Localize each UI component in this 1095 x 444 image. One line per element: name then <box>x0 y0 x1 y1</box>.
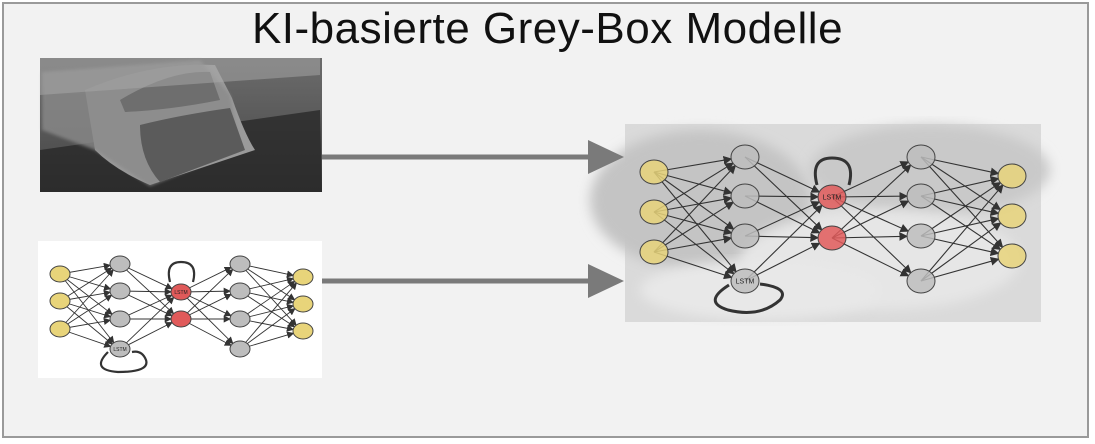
hidden-node <box>229 282 251 300</box>
connection-edge <box>831 237 910 277</box>
connection-edge <box>180 291 234 345</box>
input-node <box>49 292 71 310</box>
input-node <box>639 159 669 185</box>
connection-edge <box>831 164 912 239</box>
input-node <box>639 199 669 225</box>
connection-edge <box>831 200 910 239</box>
recurrent-loop <box>713 282 784 314</box>
connection-edge <box>59 273 113 315</box>
lstm-node <box>817 225 847 251</box>
hidden-node <box>906 268 936 294</box>
hidden-node <box>906 144 936 170</box>
connection-edge <box>119 296 175 350</box>
input-node <box>997 243 1027 269</box>
connection-edge <box>653 201 735 253</box>
small-network-diagram: LSTM LSTM <box>49 255 314 374</box>
recurrent-loop <box>99 350 148 374</box>
recurrent-loop <box>167 260 196 283</box>
connection-edge <box>59 300 113 345</box>
connection-edge <box>653 211 735 275</box>
hidden-node <box>906 223 936 249</box>
connection-edge <box>239 280 296 320</box>
connection-edge <box>831 196 912 274</box>
connection-edge <box>744 204 823 282</box>
connection-edge <box>920 184 1004 282</box>
page-title: KI-basierte Grey-Box Modelle <box>251 4 844 53</box>
input-node <box>292 268 314 286</box>
lstm-node <box>170 310 192 328</box>
connection-edge <box>920 222 1002 282</box>
hidden-node <box>229 255 251 273</box>
connection-edge <box>653 162 734 213</box>
connection-edge <box>239 282 297 350</box>
connection-edge <box>653 164 737 253</box>
connection-edge <box>653 171 737 273</box>
hidden-node <box>109 282 131 300</box>
lstm-node <box>170 283 192 301</box>
connection-edge <box>119 263 175 315</box>
connection-edge <box>920 156 1002 211</box>
hidden-node <box>109 255 131 273</box>
hidden-node <box>730 268 760 294</box>
lstm-node <box>817 184 847 210</box>
connection-edge <box>180 268 234 320</box>
connection-edge <box>59 273 115 344</box>
arrow-bottom <box>322 264 624 298</box>
hidden-node <box>730 223 760 249</box>
input-node <box>997 203 1027 229</box>
small-network-background <box>38 241 322 378</box>
hidden-node <box>109 310 131 328</box>
lstm-label: LSTM <box>174 290 187 296</box>
connection-edge <box>59 267 113 302</box>
recurrent-loop <box>813 156 853 186</box>
input-node <box>49 320 71 338</box>
arrow-top <box>322 140 624 174</box>
hidden-node <box>229 340 251 358</box>
connection-edge <box>239 263 296 301</box>
input-node <box>997 163 1027 189</box>
connection-edge <box>653 171 735 230</box>
input-node <box>292 322 314 340</box>
connection-edge <box>920 181 1002 237</box>
input-node <box>49 265 71 283</box>
connection-edge <box>239 308 296 350</box>
hidden-node <box>109 340 131 358</box>
connection-edge <box>920 195 1002 251</box>
input-node <box>639 239 669 265</box>
lstm-label: LSTM <box>736 278 755 285</box>
hidden-node <box>730 183 760 209</box>
hidden-node <box>730 144 760 170</box>
hidden-node <box>229 310 251 328</box>
input-node <box>292 295 314 313</box>
sem-micrograph <box>40 58 322 192</box>
lstm-label: LSTM <box>823 194 842 201</box>
lstm-label: LSTM <box>113 347 126 353</box>
connection-edge <box>239 290 296 328</box>
connection-edge <box>59 269 114 330</box>
connection-edge <box>59 294 113 330</box>
combined-network-diagram: LSTM LSTM <box>639 144 1027 314</box>
hidden-node <box>906 183 936 209</box>
